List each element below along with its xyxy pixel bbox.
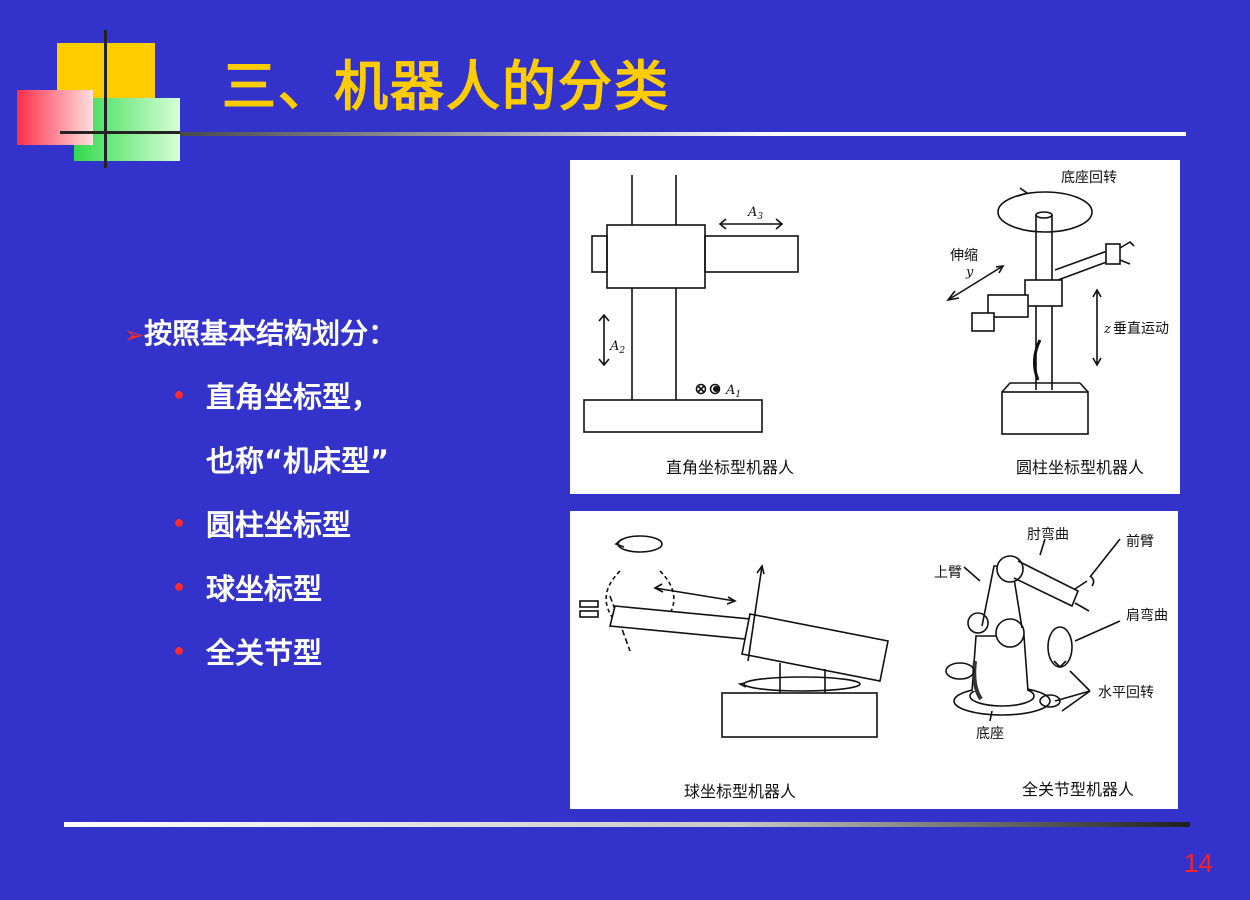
robot-diagram-1: A3 A2 A1 直角坐标型机器人 底座回转 伸缩 y z 垂直运动 圆柱坐标型… xyxy=(583,170,1169,477)
title-underline xyxy=(180,132,1186,136)
list-item: • 球坐标型 xyxy=(172,568,389,632)
label-a2: A2 xyxy=(609,339,625,356)
caption-articulated: 全关节型机器人 xyxy=(1022,780,1134,799)
logo-red-square xyxy=(17,90,93,145)
list-item: • 直角坐标型， xyxy=(172,376,389,440)
label-y: y xyxy=(965,265,974,280)
label-vertical-motion: 垂直运动 xyxy=(1113,320,1169,337)
slide-title: 三、机器人的分类 xyxy=(222,55,670,118)
list-item-text: 球坐标型 xyxy=(206,572,323,606)
label-horizontal-rotation: 水平回转 xyxy=(1098,685,1154,701)
label-shoulder-bend: 肩弯曲 xyxy=(1126,607,1168,624)
label-z: z xyxy=(1103,322,1111,337)
label-elbow-bend: 肘弯曲 xyxy=(1027,526,1069,543)
articulated-robot-drawing xyxy=(945,538,1121,722)
section-heading-text: 按照基本结构划分： xyxy=(144,317,397,350)
label-a3: A3 xyxy=(747,205,763,222)
label-base-rotation: 底座回转 xyxy=(1061,170,1117,186)
arrow-bullet-icon: ➢ xyxy=(124,321,145,349)
label-forearm: 前臂 xyxy=(1126,533,1154,550)
list-item: • 全关节型 xyxy=(172,632,389,696)
figure-cartesian-cylindrical: A3 A2 A1 直角坐标型机器人 底座回转 伸缩 y z 垂直运动 圆柱坐标型… xyxy=(570,160,1180,494)
list-item: 也称“机床型” xyxy=(172,440,389,504)
list-item-text: 圆柱坐标型 xyxy=(206,508,352,542)
list-item: • 圆柱坐标型 xyxy=(172,504,389,568)
label-upper-arm: 上臂 xyxy=(934,565,962,581)
bullet-dot-icon: • xyxy=(172,640,187,665)
label-base: 底座 xyxy=(976,726,1004,742)
footer-rule xyxy=(64,822,1190,827)
cylindrical-robot-drawing xyxy=(946,187,1135,435)
figure-spherical-articulated: 球坐标型机器人 肘弯曲 前臂 上臂 肩弯曲 水平回转 底座 全关节型机器人 xyxy=(570,511,1178,809)
label-a1: A1 xyxy=(725,383,741,400)
caption-cartesian: 直角坐标型机器人 xyxy=(666,458,794,477)
list-item-text: 全关节型 xyxy=(206,636,323,670)
bullet-dot-icon: • xyxy=(172,576,187,601)
section-heading: ➢按照基本结构划分： xyxy=(124,310,396,359)
spherical-robot-drawing xyxy=(579,535,889,738)
label-extend: 伸缩 xyxy=(950,248,978,264)
caption-spherical: 球坐标型机器人 xyxy=(684,782,796,801)
list-item-text: 也称“机床型” xyxy=(206,444,390,478)
bullet-dot-icon: • xyxy=(172,512,187,537)
caption-cylindrical: 圆柱坐标型机器人 xyxy=(1016,458,1144,477)
list-item-text: 直角坐标型， xyxy=(206,380,381,414)
logo-vertical-line xyxy=(104,30,107,168)
page-number: 14 xyxy=(1184,848,1213,878)
bullet-dot-icon: • xyxy=(172,384,187,409)
cartesian-robot-drawing xyxy=(583,175,799,433)
logo-horizontal-line xyxy=(60,131,180,134)
robot-diagram-2: 球坐标型机器人 肘弯曲 前臂 上臂 肩弯曲 水平回转 底座 全关节型机器人 xyxy=(579,526,1168,801)
classification-list: • 直角坐标型， 也称“机床型” • 圆柱坐标型 • 球坐标型 • 全关节型 xyxy=(172,376,389,696)
